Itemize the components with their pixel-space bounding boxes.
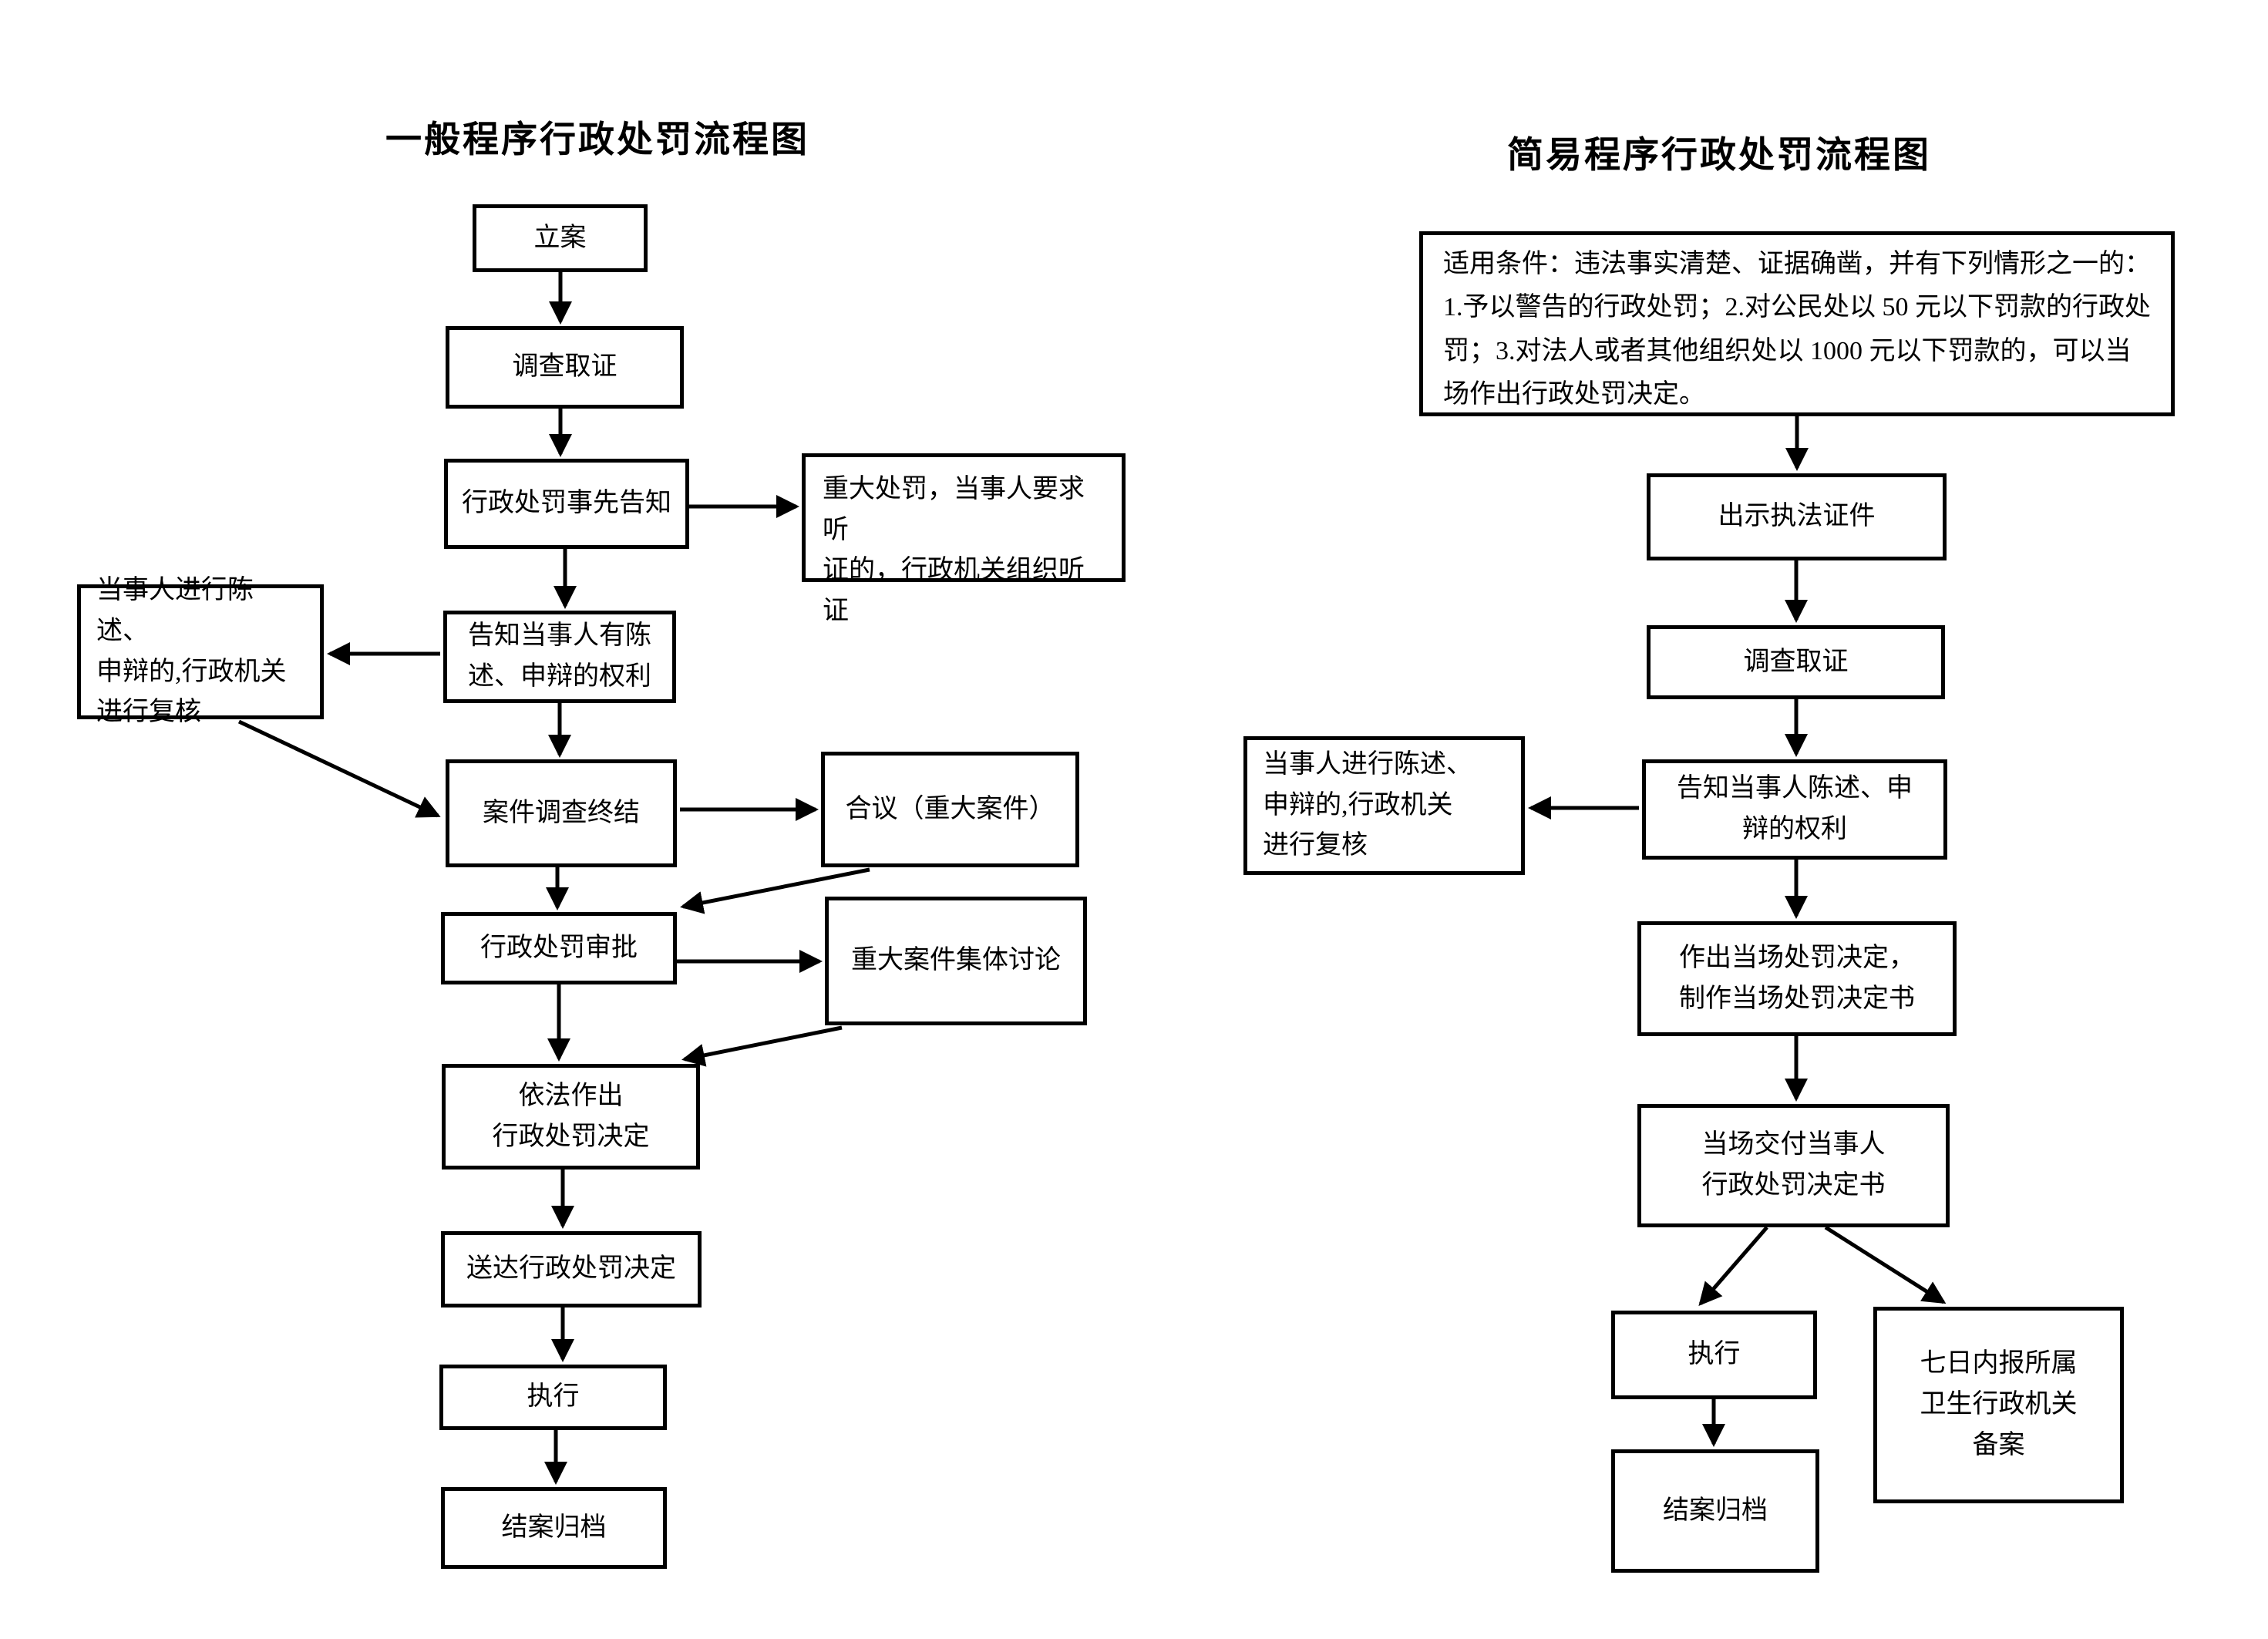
node-panel-discussion: 合议（重大案件） <box>821 752 1079 867</box>
node-report-filing: 七日内报所属 卫生行政机关 备案 <box>1873 1307 2124 1503</box>
node-hearing-note: 重大处罚，当事人要求听 证的，行政机关组织听证 <box>802 453 1126 625</box>
node-deliver-onsite-decision: 当场交付当事人 行政处罚决定书 <box>1637 1104 1950 1227</box>
node-execution-simple: 执行 <box>1611 1311 1817 1399</box>
node-investigation: 调查取证 <box>446 326 684 409</box>
node-punishment-approval: 行政处罚审批 <box>441 912 677 984</box>
node-case-closed-simple: 结案归档 <box>1611 1449 1819 1573</box>
node-show-credentials: 出示执法证件 <box>1647 473 1947 560</box>
node-inform-rights: 告知当事人有陈 述、申辩的权利 <box>443 611 676 703</box>
node-onsite-decision: 作出当场处罚决定， 制作当场处罚决定书 <box>1637 921 1957 1036</box>
node-execution: 执行 <box>439 1365 667 1430</box>
node-major-case-discussion: 重大案件集体讨论 <box>825 897 1087 1025</box>
node-case-filing: 立案 <box>473 204 648 272</box>
node-prior-notice: 行政处罚事先告知 <box>444 459 689 549</box>
right-chart-title: 简易程序行政处罚流程图 <box>1507 134 1931 175</box>
left-chart-title: 一般程序行政处罚流程图 <box>385 119 809 160</box>
node-statement-review-note-simple: 当事人进行陈述、 申辩的,行政机关 进行复核 <box>1243 736 1525 875</box>
node-applicable-conditions: 适用条件：违法事实清楚、证据确凿，并有下列情形之一的：1.予以警告的行政处罚；2… <box>1419 231 2175 416</box>
node-inform-rights-simple: 告知当事人陈述、申 辩的权利 <box>1642 759 1947 860</box>
node-decision-by-law: 依法作出 行政处罚决定 <box>442 1064 700 1170</box>
node-investigation-simple: 调查取证 <box>1647 625 1945 699</box>
node-investigation-conclusion: 案件调查终结 <box>446 759 677 867</box>
node-deliver-decision: 送达行政处罚决定 <box>441 1231 702 1307</box>
node-case-closed: 结案归档 <box>441 1487 667 1569</box>
node-statement-review-note: 当事人进行陈述、 申辩的,行政机关 进行复核 <box>77 576 324 726</box>
